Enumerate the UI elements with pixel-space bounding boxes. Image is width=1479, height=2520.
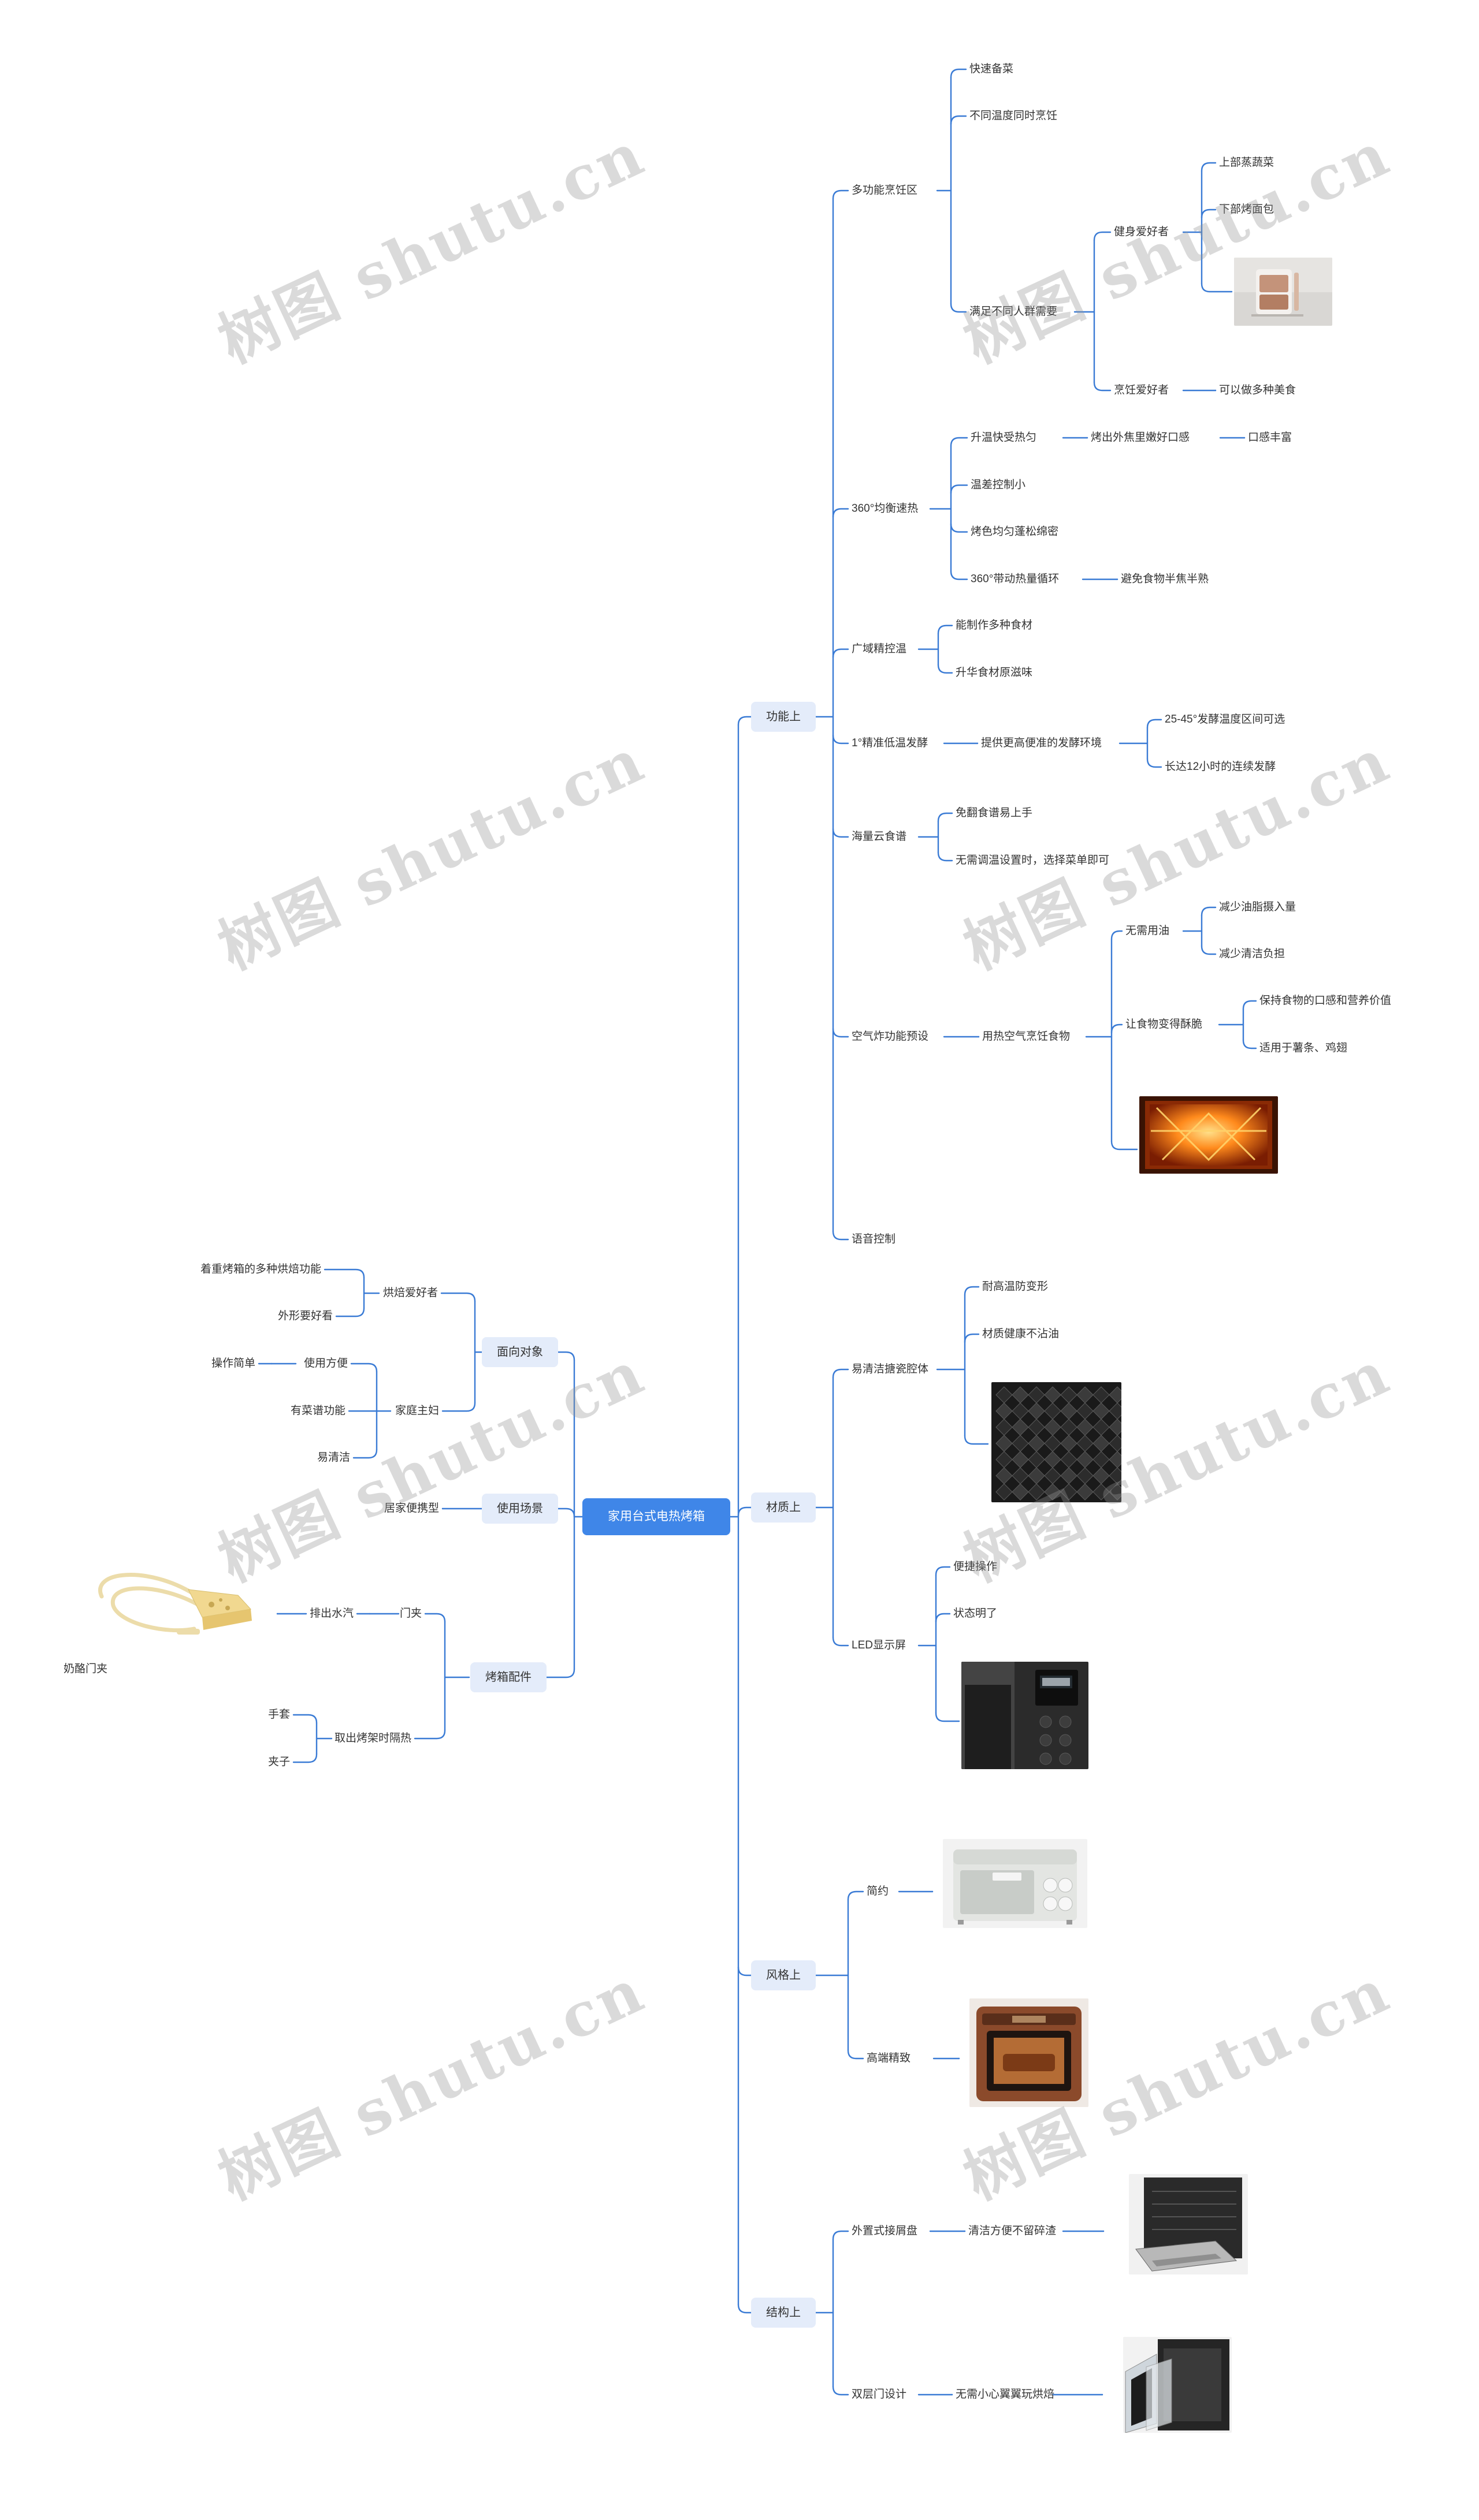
category-scene[interactable]: 使用场景 <box>482 1494 558 1524</box>
category-structure[interactable]: 结构上 <box>751 2298 816 2328</box>
node-multi-zone[interactable]: 多功能烹饪区 <box>852 184 918 196</box>
simple-oven-image <box>943 1839 1087 1928</box>
node-double-door[interactable]: 双层门设计 <box>852 2388 907 2400</box>
node-premium-style[interactable]: 高端精致 <box>867 2052 911 2064</box>
node-avoid-burn[interactable]: 避免食物半焦半熟 <box>1121 573 1209 585</box>
node-rich-taste[interactable]: 口感丰富 <box>1248 431 1292 444</box>
double-door-image <box>1123 2337 1232 2433</box>
led-display-image <box>961 1662 1088 1769</box>
node-cloud-recipes[interactable]: 海量云食谱 <box>852 831 907 843</box>
node-home-portable[interactable]: 居家便携型 <box>384 1502 439 1514</box>
node-menu-select[interactable]: 无需调温设置时，选择菜单即可 <box>956 854 1110 866</box>
node-hot-air[interactable]: 用热空气烹饪食物 <box>982 1030 1071 1043</box>
category-style[interactable]: 风格上 <box>751 1960 816 1990</box>
steam-oven-image <box>1234 258 1332 326</box>
node-housewife[interactable]: 家庭主妇 <box>395 1405 439 1417</box>
node-many-dishes[interactable]: 可以做多种美食 <box>1219 384 1296 396</box>
node-suitable[interactable]: 适用于薯条、鸡翅 <box>1259 1042 1348 1054</box>
root-node[interactable]: 家用台式电热烤箱 <box>582 1498 730 1535</box>
node-wide-temp[interactable]: 广域精控温 <box>852 643 907 655</box>
node-less-fat[interactable]: 减少油脂摄入量 <box>1219 901 1296 913</box>
node-clear-status[interactable]: 状态明了 <box>953 1607 998 1620</box>
node-many-food[interactable]: 能制作多种食材 <box>956 619 1033 631</box>
node-fast-heat[interactable]: 升温快受热匀 <box>971 431 1037 444</box>
node-bake-bread[interactable]: 下部烤面包 <box>1219 203 1274 215</box>
node-crumb-tray[interactable]: 外置式接屑盘 <box>852 2225 918 2237</box>
node-cooking-fans[interactable]: 烹饪爱好者 <box>1114 384 1169 396</box>
node-easy-op[interactable]: 便捷操作 <box>953 1561 998 1573</box>
air-fry-heat-image <box>1139 1096 1278 1174</box>
node-bakers[interactable]: 烘焙爱好者 <box>382 1287 438 1299</box>
node-needs[interactable]: 满足不同人群需要 <box>969 306 1058 318</box>
node-non-stick[interactable]: 材质健康不沾油 <box>982 1328 1060 1340</box>
node-vent-steam[interactable]: 排出水汽 <box>309 1607 354 1620</box>
node-ferment[interactable]: 1°精准低温发酵 <box>852 737 928 749</box>
node-ferment-range[interactable]: 25-45°发酵温度区间可选 <box>1165 713 1285 725</box>
node-door-clip[interactable]: 门夹 <box>399 1607 422 1620</box>
node-crisp[interactable]: 烤出外焦里嫩好口感 <box>1091 431 1190 444</box>
node-lift-rack[interactable]: 取出烤架时隔热 <box>334 1732 411 1744</box>
crumb-tray-image <box>1129 2174 1248 2275</box>
node-easy-use[interactable]: 使用方便 <box>303 1357 348 1369</box>
node-nutrition[interactable]: 保持食物的口感和营养价值 <box>1259 995 1392 1007</box>
node-no-oil[interactable]: 无需用油 <box>1125 925 1170 937</box>
node-circulation[interactable]: 360°带动热量循环 <box>971 573 1060 585</box>
node-easy-clean[interactable]: 易清洁 <box>317 1451 350 1464</box>
node-fitness[interactable]: 健身爱好者 <box>1114 226 1169 238</box>
node-voice-control[interactable]: 语音控制 <box>852 1233 896 1245</box>
premium-oven-image <box>969 1998 1088 2107</box>
node-led[interactable]: LED显示屏 <box>852 1639 906 1651</box>
node-fast-prep[interactable]: 快速备菜 <box>969 63 1014 75</box>
node-small-diff[interactable]: 温差控制小 <box>971 479 1026 491</box>
node-even-color[interactable]: 烤色均匀蓬松绵密 <box>971 526 1059 538</box>
node-ferment-long[interactable]: 长达12小时的连续发酵 <box>1165 761 1276 773</box>
node-heat-resistant[interactable]: 耐高温防变形 <box>982 1281 1049 1293</box>
node-cheese-clip-caption: 奶酪门夹 <box>64 1663 108 1675</box>
node-tongs[interactable]: 夹子 <box>267 1756 290 1768</box>
node-airfry[interactable]: 空气炸功能预设 <box>852 1030 929 1043</box>
category-material[interactable]: 材质上 <box>751 1492 816 1523</box>
category-function[interactable]: 功能上 <box>751 702 816 732</box>
node-less-clean[interactable]: 减少清洁负担 <box>1219 948 1285 960</box>
node-easy-recipes[interactable]: 免翻食谱易上手 <box>956 807 1033 819</box>
node-flavor[interactable]: 升华食材原滋味 <box>956 667 1033 679</box>
node-enamel[interactable]: 易清洁搪瓷腔体 <box>852 1363 929 1375</box>
node-crispy[interactable]: 让食物变得酥脆 <box>1125 1018 1203 1030</box>
enamel-cavity-image <box>991 1382 1121 1502</box>
node-simple-style[interactable]: 简约 <box>867 1885 889 1897</box>
node-clean-tray[interactable]: 清洁方便不留碎渣 <box>968 2225 1057 2237</box>
node-simple-op[interactable]: 操作简单 <box>211 1357 255 1369</box>
category-accessory[interactable]: 烤箱配件 <box>470 1662 547 1692</box>
node-baking-functions[interactable]: 着重烤箱的多种烘焙功能 <box>200 1263 321 1275</box>
cheese-door-clip-image <box>79 1559 258 1646</box>
node-good-looks[interactable]: 外形要好看 <box>277 1310 333 1322</box>
node-ferment-env[interactable]: 提供更高便准的发酵环境 <box>981 737 1102 749</box>
category-target[interactable]: 面向对象 <box>482 1337 558 1367</box>
node-diff-temp[interactable]: 不同温度同时烹饪 <box>969 110 1058 122</box>
node-heat360[interactable]: 360°均衡速热 <box>852 502 919 515</box>
node-recipe-func[interactable]: 有菜谱功能 <box>290 1405 345 1417</box>
node-gloves[interactable]: 手套 <box>267 1708 290 1721</box>
node-safe-baking[interactable]: 无需小心翼翼玩烘焙 <box>956 2388 1055 2400</box>
node-steam-veg[interactable]: 上部蒸蔬菜 <box>1219 157 1274 169</box>
